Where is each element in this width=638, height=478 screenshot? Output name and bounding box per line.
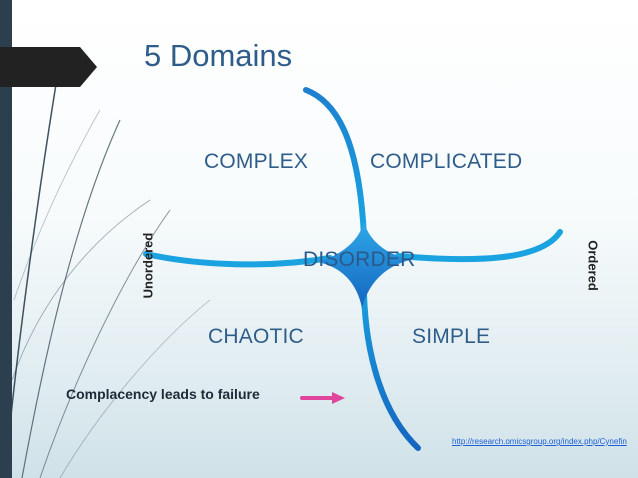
domain-complicated: COMPLICATED xyxy=(370,150,523,173)
domain-disorder: DISORDER xyxy=(303,248,416,271)
divider-top xyxy=(303,87,367,239)
page-title: 5 Domains xyxy=(144,38,293,73)
divider-right xyxy=(395,229,563,263)
disorder-shape xyxy=(318,222,410,308)
divider-bottom xyxy=(360,267,421,451)
domain-chaotic: CHAOTIC xyxy=(208,325,304,348)
domain-simple: SIMPLE xyxy=(412,325,491,348)
sidebar-strip xyxy=(0,0,12,478)
arrow-icon xyxy=(300,392,345,404)
domain-complex: COMPLEX xyxy=(204,150,309,173)
source-link[interactable]: http://research.omicsgroup.org/index.php… xyxy=(452,437,627,446)
axis-label-unordered: Unordered xyxy=(140,232,156,299)
complacency-note: Complacency leads to failure xyxy=(66,386,260,402)
title-marker xyxy=(0,47,97,87)
axis-label-ordered: Ordered xyxy=(585,240,601,291)
divider-left xyxy=(143,251,333,268)
